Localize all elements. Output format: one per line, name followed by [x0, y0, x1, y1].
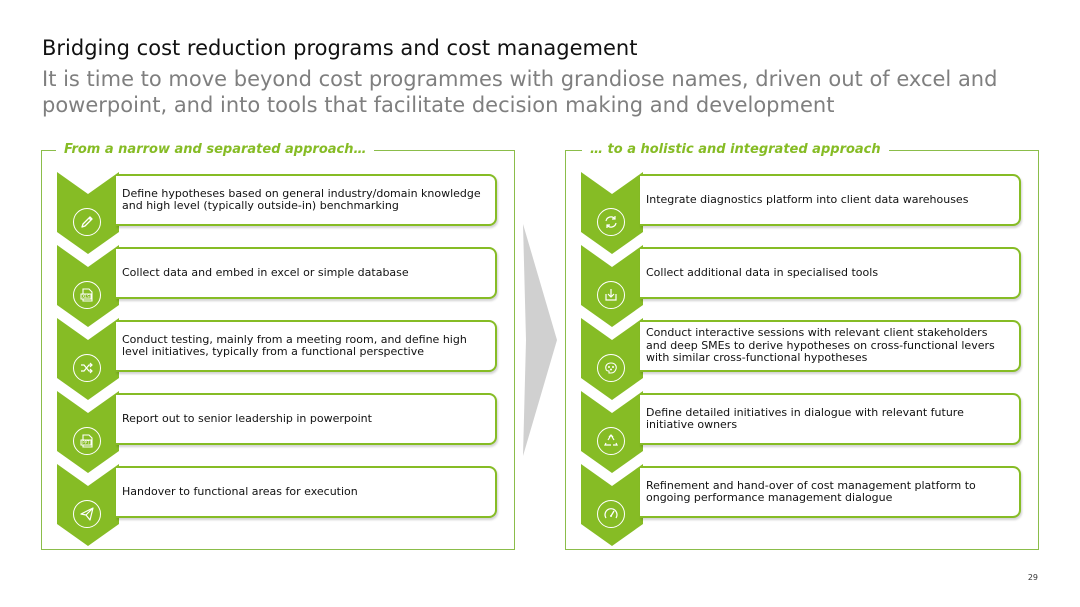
left-step-5: Handover to functional areas for executi… — [57, 464, 499, 546]
ppt-file-icon: PPT — [73, 427, 101, 455]
step-text: Conduct interactive sessions with releva… — [646, 326, 995, 365]
chevron-shape — [581, 464, 643, 548]
sync-icon — [597, 208, 625, 236]
left-step-1: Define hypotheses based on general indus… — [57, 172, 499, 254]
step-card: Collect additional data in specialised t… — [640, 247, 1021, 299]
step-card: Conduct interactive sessions with releva… — [640, 320, 1021, 372]
shuffle-icon — [73, 354, 101, 382]
chevron-shape: XLS — [57, 245, 119, 329]
chevron-shape — [57, 172, 119, 256]
step-card: Refinement and hand-over of cost managem… — [640, 466, 1021, 518]
step-card: Conduct testing, mainly from a meeting r… — [116, 320, 497, 372]
step-text: Collect data and embed in excel or simpl… — [122, 265, 409, 279]
pen-icon — [73, 208, 101, 236]
right-panel: … to a holistic and integrated approach … — [565, 141, 1039, 550]
step-text: Integrate diagnostics platform into clie… — [646, 192, 969, 206]
step-card: Integrate diagnostics platform into clie… — [640, 174, 1021, 226]
step-card: Handover to functional areas for executi… — [116, 466, 497, 518]
chevron-shape — [57, 464, 119, 548]
page-number: 29 — [1027, 573, 1038, 582]
page-subtitle: It is time to move beyond cost programme… — [42, 67, 998, 117]
chevron-shape — [581, 245, 643, 329]
step-text: Handover to functional areas for executi… — [122, 484, 358, 498]
step-card: Collect data and embed in excel or simpl… — [116, 247, 497, 299]
step-text: Define hypotheses based on general indus… — [122, 186, 481, 212]
xls-file-icon: XLS — [73, 281, 101, 309]
step-card: Define hypotheses based on general indus… — [116, 174, 497, 226]
right-step-4: Define detailed initiatives in dialogue … — [581, 391, 1023, 473]
brain-icon — [597, 354, 625, 382]
svg-text:PPT: PPT — [82, 440, 90, 445]
chevron-shape — [581, 172, 643, 256]
inbox-download-icon — [597, 281, 625, 309]
page-title: Bridging cost reduction programs and cos… — [42, 36, 638, 60]
right-step-2: Collect additional data in specialised t… — [581, 245, 1023, 327]
svg-text:XLS: XLS — [82, 294, 90, 299]
recycle-icon — [597, 427, 625, 455]
right-step-1: Integrate diagnostics platform into clie… — [581, 172, 1023, 254]
step-text: Report out to senior leadership in power… — [122, 411, 372, 425]
step-text: Refinement and hand-over of cost managem… — [646, 478, 976, 504]
transition-arrow — [523, 224, 557, 460]
step-card: Report out to senior leadership in power… — [116, 393, 497, 445]
chevron-shape — [581, 318, 643, 402]
right-step-5: Refinement and hand-over of cost managem… — [581, 464, 1023, 546]
left-step-4: PPT Report out to senior leadership in p… — [57, 391, 499, 473]
step-card: Define detailed initiatives in dialogue … — [640, 393, 1021, 445]
step-text: Conduct testing, mainly from a meeting r… — [122, 332, 467, 358]
step-text: Collect additional data in specialised t… — [646, 265, 879, 279]
chevron-shape — [57, 318, 119, 402]
paper-plane-icon — [73, 500, 101, 528]
chevron-shape — [581, 391, 643, 475]
left-panel: From a narrow and separated approach… De… — [41, 141, 515, 550]
left-step-2: XLS Collect data and embed in excel or s… — [57, 245, 499, 327]
gauge-icon — [597, 500, 625, 528]
right-step-3: Conduct interactive sessions with releva… — [581, 318, 1023, 400]
step-text: Define detailed initiatives in dialogue … — [646, 405, 964, 431]
left-step-3: Conduct testing, mainly from a meeting r… — [57, 318, 499, 400]
chevron-shape: PPT — [57, 391, 119, 475]
right-panel-heading: … to a holistic and integrated approach — [582, 141, 889, 159]
left-panel-heading: From a narrow and separated approach… — [56, 141, 375, 159]
